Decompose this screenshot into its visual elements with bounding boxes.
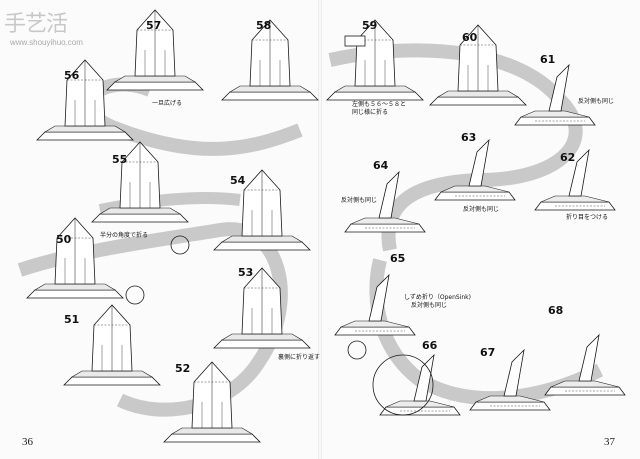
caption-step-55: 半分の角度で折る xyxy=(100,232,149,239)
zoom-circle xyxy=(372,354,434,416)
step-number: 62 xyxy=(560,151,576,164)
caption-step-65: しずめ折り（OpenSink) xyxy=(404,294,471,301)
page-number-left: 36 xyxy=(22,436,33,448)
model-step-56 xyxy=(36,59,134,141)
model-step-63 xyxy=(434,139,516,201)
rotate-icon xyxy=(170,235,190,255)
step-number: 56 xyxy=(64,69,80,82)
step-number: 67 xyxy=(480,346,496,359)
step-number: 53 xyxy=(238,266,254,279)
model-step-67 xyxy=(469,349,551,411)
model-step-58 xyxy=(221,19,319,101)
step-number: 51 xyxy=(64,313,80,326)
rotate-icon xyxy=(347,340,367,360)
model-step-68 xyxy=(544,334,626,396)
watermark-logo: 手艺活 xyxy=(4,12,68,37)
model-step-54 xyxy=(213,169,311,251)
page-number-right: 37 xyxy=(604,436,615,448)
step-number: 54 xyxy=(230,174,246,187)
step-number: 57 xyxy=(146,19,162,32)
step-number: 60 xyxy=(462,31,478,44)
caption-step-65: 反対側も同じ xyxy=(411,302,448,309)
step-number: 52 xyxy=(175,362,191,375)
step-number: 65 xyxy=(390,252,406,265)
caption-step-59: 左側も５６～５８と xyxy=(352,101,407,108)
step-number: 66 xyxy=(422,339,438,352)
caption-step-61: 反対側も同じ xyxy=(578,98,615,105)
left-path-mid xyxy=(98,192,241,216)
step-number: 50 xyxy=(56,233,72,246)
watermark-site: www.shouyihuo.com xyxy=(10,38,83,47)
rotate-icon xyxy=(125,285,145,305)
step-number: 61 xyxy=(540,53,556,66)
caption-step-53: 裏側に折り返す xyxy=(278,354,321,361)
caption-step-59: 同じ様に折る xyxy=(352,109,389,116)
step-number: 64 xyxy=(373,159,389,172)
right-path-upper xyxy=(328,43,583,252)
step-number: 68 xyxy=(548,304,564,317)
hand-icon xyxy=(344,35,366,47)
caption-step-57: 一旦広げる xyxy=(152,100,183,107)
model-step-53 xyxy=(213,267,311,349)
caption-step-62: 折り目をつける xyxy=(566,214,609,221)
step-number: 59 xyxy=(362,19,378,32)
step-number: 63 xyxy=(461,131,477,144)
model-step-55 xyxy=(91,141,189,223)
caption-step-63: 反対側も同じ xyxy=(463,206,500,213)
step-number: 55 xyxy=(112,153,128,166)
step-number: 58 xyxy=(256,19,272,32)
book-spine xyxy=(318,0,322,459)
caption-step-64: 反対側も同じ xyxy=(341,197,378,204)
